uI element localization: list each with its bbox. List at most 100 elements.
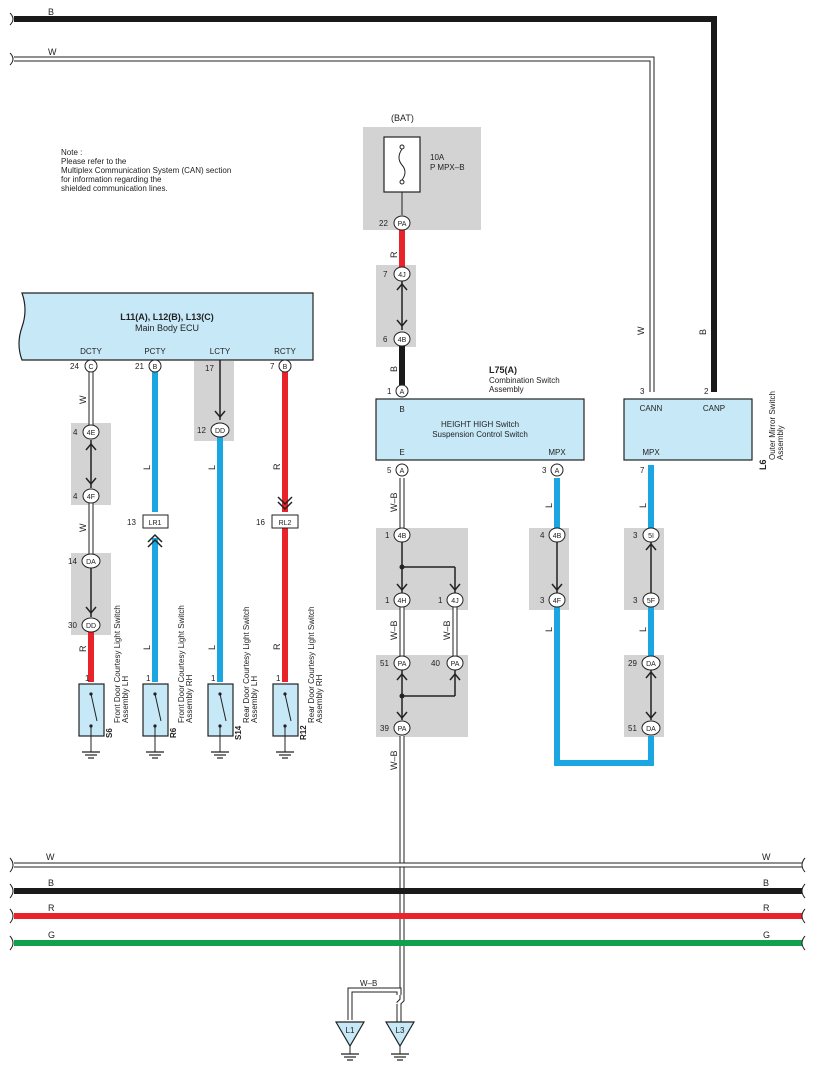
pin-21: 21: [135, 362, 144, 371]
mirror-name-2: Assembly: [776, 425, 785, 460]
wire-label-wb-e-1: W–B: [389, 492, 399, 512]
pin-40: 40: [431, 659, 440, 668]
conn-4b-4: 4B: [553, 533, 562, 540]
pin-24: 24: [70, 362, 79, 371]
conn-4e-4: 4E: [87, 430, 96, 437]
wire-label-b-power: B: [389, 366, 399, 372]
conn-4f-4: 4F: [87, 494, 95, 501]
switch-s14-ref: S14: [234, 725, 243, 740]
pin-3-5i: 3: [633, 531, 638, 540]
pin-4-4e: 4: [73, 428, 78, 437]
ground-l1: [334, 1021, 366, 1048]
pin-3-5f: 3: [633, 596, 638, 605]
dcty-circuit: W W R: [78, 372, 97, 682]
fuse-amp: 10A: [430, 153, 445, 162]
battery-label: (BAT): [391, 113, 414, 123]
switch-r12-ref: R12: [299, 725, 308, 740]
pcty-circuit: L L: [142, 372, 163, 682]
wire-label-l-pcty-2: L: [142, 645, 152, 650]
combo-inner-2: Suspension Control Switch: [432, 430, 528, 439]
mirror-terminal-mpx: MPX: [642, 448, 660, 457]
switch-s6-line-2: Assembly LH: [121, 676, 130, 723]
wire-label-r-bottom-right: R: [763, 903, 770, 913]
battery-fuse: (BAT) 10A P MPX–B: [383, 113, 465, 215]
ecu-terminal-lcty: LCTY: [210, 347, 231, 356]
pin-4-4f: 4: [73, 492, 78, 501]
wire-label-b-top: B: [48, 7, 54, 17]
wire-label-r-dcty: R: [78, 645, 88, 652]
wire-label-w-top: W: [48, 47, 57, 57]
pin-14: 14: [68, 557, 77, 566]
pin-29: 29: [628, 659, 637, 668]
combo-ref: L75(A): [489, 365, 517, 375]
combo-power-wire: R B: [389, 230, 408, 385]
pin-16: 16: [256, 518, 265, 527]
conn-a-5: A: [400, 468, 405, 475]
conn-4f-3: 4F: [553, 598, 561, 605]
switch-s14-line-1: Rear Door Courtesy Light Switch: [242, 607, 251, 724]
outer-mirror-switch: CANN CANP MPX L6 Outer Mirror Switch Ass…: [623, 391, 785, 470]
wire-label-wb-ground: W–B: [360, 979, 377, 988]
pin-6: 6: [383, 335, 388, 344]
combo-inner-1: HEIGHT HIGH Switch: [441, 420, 519, 429]
wire-label-l-mpx-4: L: [638, 627, 648, 632]
pin-1-4h: 1: [385, 596, 390, 605]
switch-r12-line-2: Assembly RH: [315, 674, 324, 723]
wire-label-l-mpx-3: L: [638, 503, 648, 508]
conn-5i-3: 5I: [648, 533, 654, 540]
wire-label-l-pcty-1: L: [142, 465, 152, 470]
pin-22: 22: [379, 219, 388, 228]
pin-12: 12: [197, 426, 206, 435]
mirror-terminal-cann: CANN: [640, 404, 663, 413]
conn-b-7: B: [283, 364, 288, 371]
pin-1-4b: 1: [385, 531, 390, 540]
switch-s6-ref: S6: [105, 728, 114, 738]
bottom-harness: W W B B R R G G: [9, 852, 806, 951]
conn-da-29: DA: [646, 661, 656, 668]
ecu-terminal-pcty: PCTY: [144, 347, 166, 356]
pin-7-4j: 7: [383, 270, 388, 279]
connectors: PA 22 4J 7 4B 6 A 1 A 5 A 3 3 2 7 C 24 B…: [68, 215, 709, 736]
wire-label-w-dcty-2: W: [78, 523, 88, 532]
ground-points: L1 L3: [334, 1004, 416, 1061]
wire-label-l-lcty-1: L: [207, 465, 217, 470]
ecu-subtitle: Main Body ECU: [135, 323, 199, 333]
note-line-2: Multiplex Communication System (CAN) sec…: [61, 166, 231, 175]
pin-3-combo: 3: [542, 466, 547, 475]
note-line-1: Please refer to the: [61, 157, 127, 166]
pin-1-4j: 1: [438, 596, 443, 605]
mpx-circuit: L L L L: [544, 465, 657, 766]
switch-s14-line-2: Assembly LH: [250, 676, 259, 723]
ecu-title: L11(A), L12(B), L13(C): [120, 312, 214, 322]
conn-dd-30: DD: [86, 623, 96, 630]
conn-pa-51: PA: [398, 661, 407, 668]
switch-r12-line-1: Rear Door Courtesy Light Switch: [307, 607, 316, 724]
pin-51-da: 51: [628, 724, 637, 733]
conn-4b-1: 4B: [398, 533, 407, 540]
rcty-circuit: R R: [272, 372, 293, 682]
wire-label-wb-e-2: W–B: [389, 620, 399, 640]
conn-pa-22: PA: [398, 221, 407, 228]
pin-30: 30: [68, 621, 77, 630]
wire-label-w-dcty-1: W: [78, 395, 88, 404]
ground-l3-label: L3: [396, 1026, 405, 1035]
wire-label-l-lcty-2: L: [207, 645, 217, 650]
main-body-ecu: L11(A), L12(B), L13(C) Main Body ECU DCT…: [18, 292, 314, 361]
note-line-3: for information regarding the: [61, 175, 162, 184]
pin-7-mirror: 7: [640, 466, 645, 475]
combo-name-1: Combination Switch: [489, 376, 560, 385]
wire-label-l-mpx-2: L: [544, 627, 554, 632]
ecu-terminal-dcty: DCTY: [80, 347, 102, 356]
wire-label-r-bottom-left: R: [48, 903, 55, 913]
wire-label-wb-e-4: W–B: [389, 750, 399, 770]
pin-2-mirror: 2: [704, 387, 709, 396]
wire-label-w-bottom-left: W: [46, 852, 55, 862]
fuse-name: P MPX–B: [430, 163, 465, 172]
pin-39: 39: [380, 724, 389, 733]
wire-label-l-mpx-1: L: [544, 503, 554, 508]
wire-label-b-bottom-left: B: [48, 878, 54, 888]
conn-c-24: C: [88, 364, 93, 371]
wire-label-w-mirror: W: [636, 326, 646, 335]
lcty-circuit: L L: [207, 360, 226, 682]
combo-terminal-e: E: [399, 448, 404, 457]
